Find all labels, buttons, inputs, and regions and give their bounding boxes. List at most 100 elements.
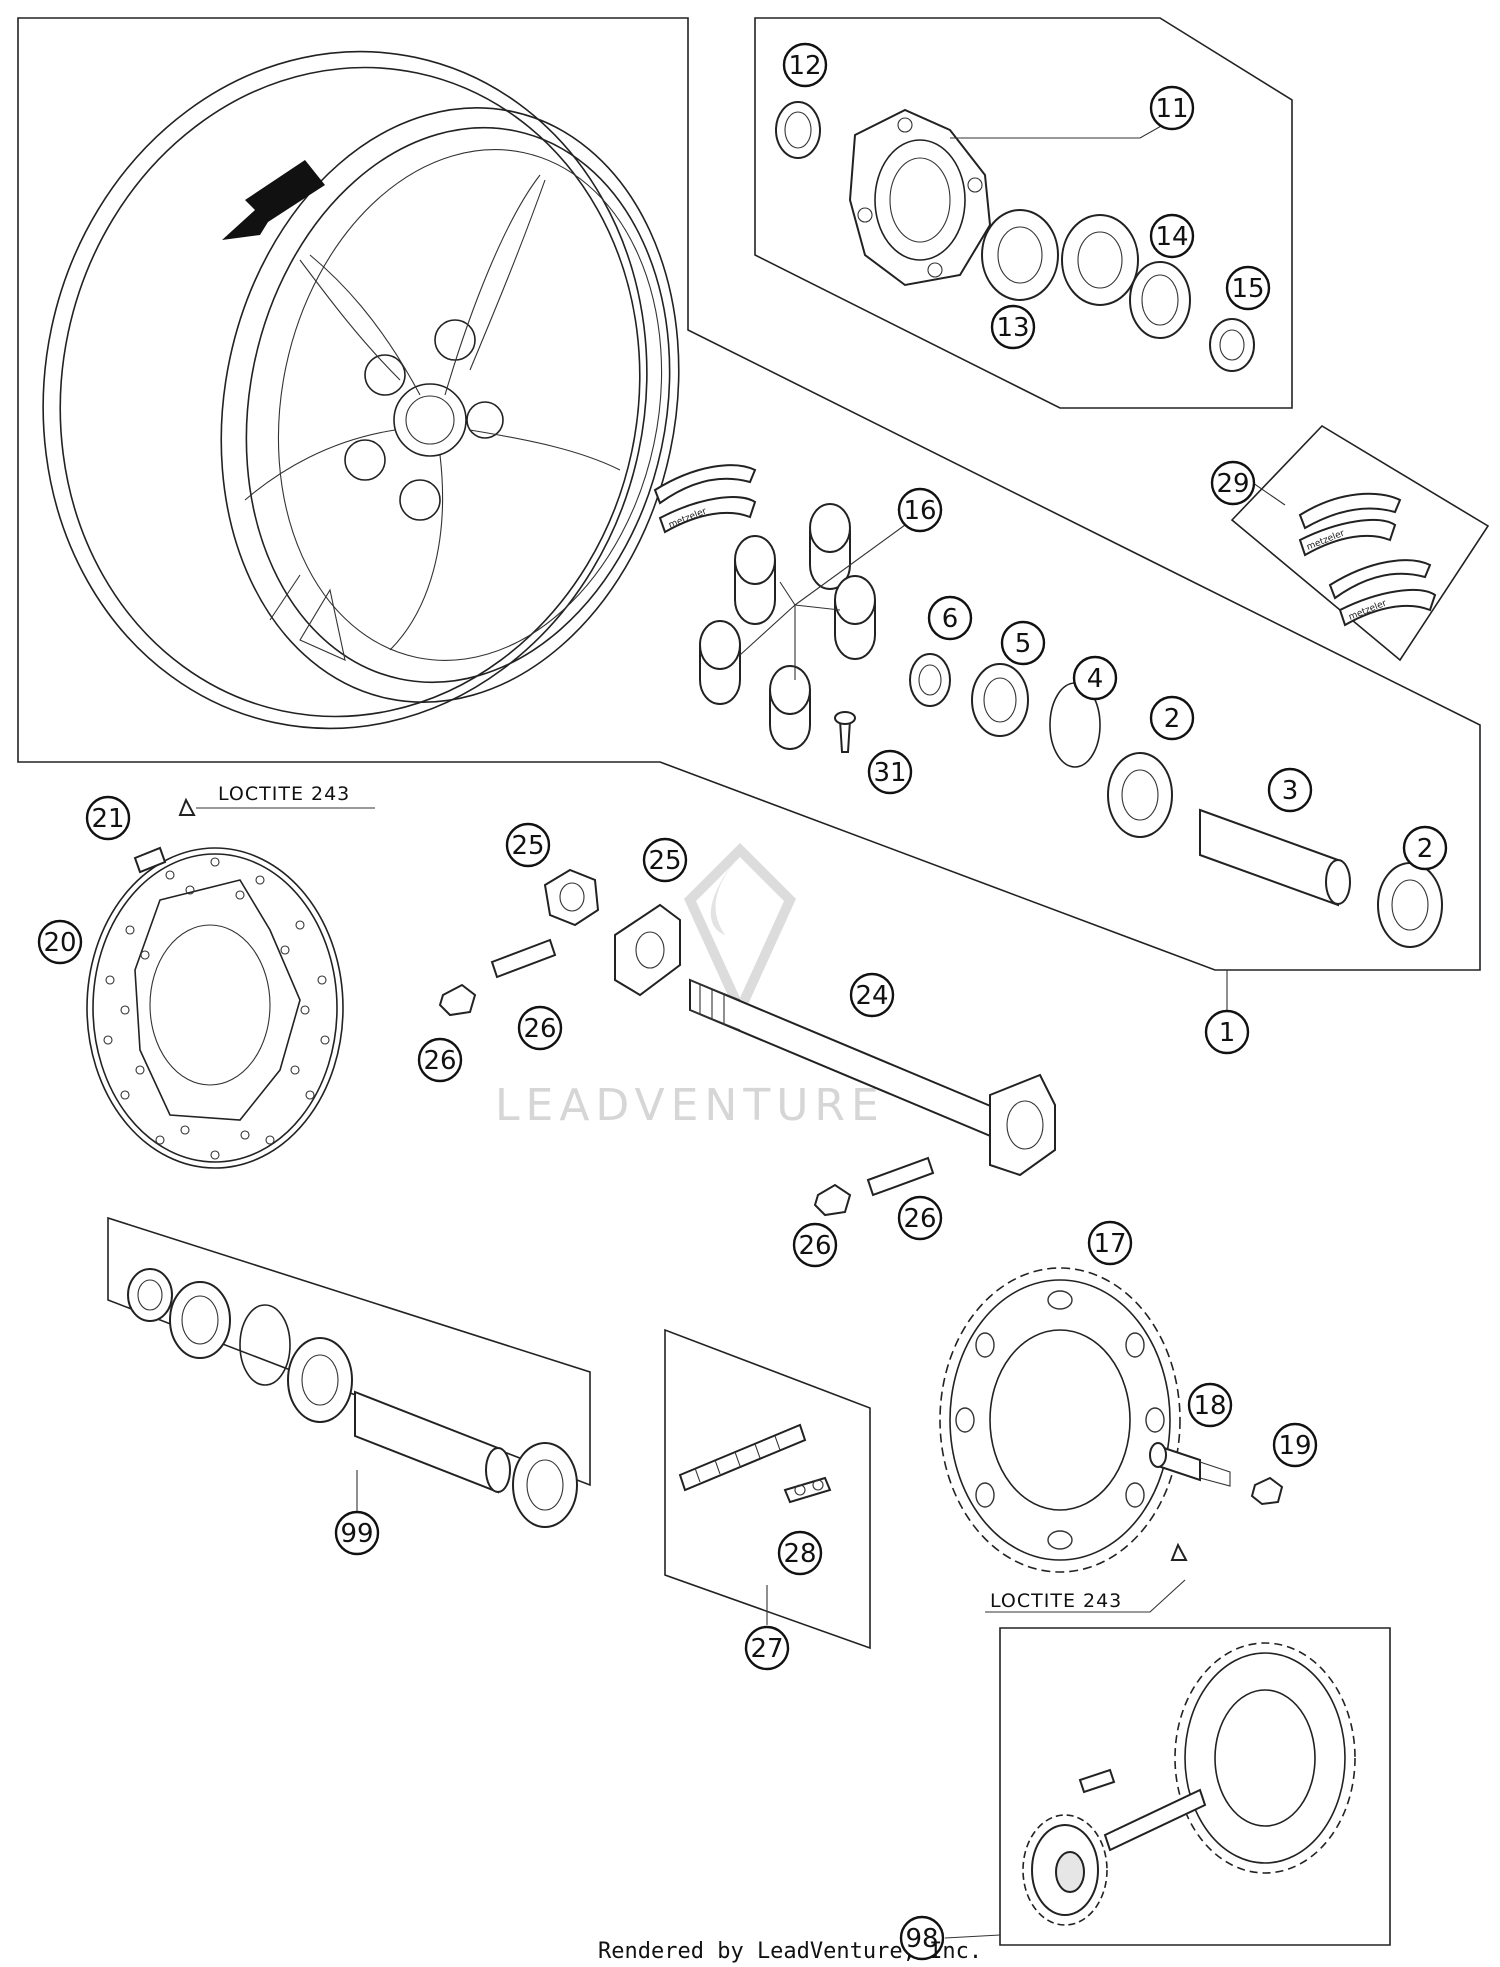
svg-text:19: 19 [1278,1431,1311,1461]
svg-text:14: 14 [1155,222,1188,252]
svg-text:29: 29 [1216,469,1249,499]
spacer-bushings-16 [699,503,876,750]
svg-text:2: 2 [1164,704,1181,734]
callout-3: 3 [1267,767,1313,813]
svg-text:28: 28 [783,1539,816,1569]
callout-19: 19 [1272,1422,1318,1468]
svg-text:6: 6 [942,604,959,634]
wheel-assembly-frame [17,17,1481,971]
spacer-15 [1209,318,1255,372]
spacer-6 [909,653,951,707]
callout-28: 28 [777,1530,823,1576]
svg-text:13: 13 [996,313,1029,343]
callout-5: 5 [1000,620,1046,666]
svg-text:26: 26 [903,1204,936,1234]
chain-frame [664,1328,871,1650]
screw-21 [133,846,167,874]
svg-text:21: 21 [91,804,124,834]
axle-22 [689,978,1056,1177]
spacer-12 [775,101,821,159]
callout-26a: 26 [417,1037,463,1083]
loctite-drop-top [178,797,196,816]
callout-20: 20 [37,919,83,965]
rotation-arrow-icon [222,160,325,240]
svg-text:26: 26 [798,1231,831,1261]
callout-99: 99 [334,1510,380,1556]
rim-stickers-29 [1298,492,1437,627]
callout-23: 25 [642,837,688,883]
svg-text:25: 25 [648,846,681,876]
callout-4: 4 [1072,655,1118,701]
bearing-13a [981,209,1059,301]
svg-text:27: 27 [750,1634,783,1664]
watermark-flame-inner-icon [710,855,740,935]
callout-1: 1 [1204,1009,1250,1055]
sprocket-carrier [848,108,992,287]
callout-21: 21 [85,795,131,841]
bearing-2b [1377,862,1443,948]
callouts: 12 11 14 15 13 29 16 6 5 4 2 3 2 31 21 2… [37,42,1448,1961]
wheel-stickers [653,464,757,534]
svg-text:16: 16 [903,496,936,526]
sprocket-17 [939,1267,1181,1573]
leader-lines [356,124,1286,1939]
svg-text:3: 3 [1282,776,1299,806]
callout-11: 11 [1149,85,1195,131]
svg-text:18: 18 [1193,1391,1226,1421]
svg-text:1: 1 [1219,1018,1236,1048]
sticker-set-frame [1230,424,1490,662]
loctite-note-top: LOCTITE 243 [218,783,350,805]
svg-text:31: 31 [873,758,906,788]
drive-kit-98 [1022,1642,1356,1926]
svg-text:98: 98 [905,1924,938,1954]
callout-2b: 2 [1402,825,1448,871]
svg-text:2: 2 [1417,834,1434,864]
chain-joint-28 [783,1476,832,1504]
footer-credit: Rendered by LeadVenture, Inc. [598,1939,982,1964]
brake-disc-20 [86,847,344,1169]
svg-text:17: 17 [1093,1229,1126,1259]
adjusting-screw-25a [490,938,557,979]
chain-adjuster-23 [614,903,681,997]
svg-text:5: 5 [1015,629,1032,659]
bearing-2a [1107,752,1173,838]
callout-12: 12 [782,42,828,88]
svg-text:4: 4 [1087,664,1104,694]
watermark-text: LEADVENTURE [495,1080,885,1131]
callout-31: 31 [867,749,913,795]
svg-text:26: 26 [523,1014,556,1044]
chain-27 [678,1423,807,1492]
callout-29: 29 [1210,460,1256,506]
callout-26b: 26 [792,1222,838,1268]
svg-text:20: 20 [43,928,76,958]
callout-98: 98 [899,1915,945,1961]
callout-24: 25 [505,822,551,868]
bearing-kit-99 [127,1268,578,1528]
callout-27: 27 [744,1625,790,1671]
svg-text:99: 99 [340,1519,373,1549]
callout-25b: 26 [897,1195,943,1241]
svg-text:15: 15 [1231,274,1264,304]
callout-2a: 2 [1149,695,1195,741]
svg-text:12: 12 [788,51,821,81]
distance-sleeve-3 [1199,808,1339,907]
bearing-kit-frame [107,1216,591,1487]
drive-kit-frame [999,1627,1391,1946]
svg-text:26: 26 [423,1046,456,1076]
callout-17: 17 [1087,1220,1133,1266]
callout-16: 16 [897,487,943,533]
svg-text:24: 24 [855,981,888,1011]
loctite-note-bottom: LOCTITE 243 [990,1590,1122,1612]
svg-text:25: 25 [511,831,544,861]
nut-19 [1250,1476,1284,1506]
callout-25a: 26 [517,1005,563,1051]
rear-wheel [42,50,680,730]
bolt-18 [1149,1442,1231,1487]
callout-14: 14 [1149,213,1195,259]
callout-6: 6 [927,595,973,641]
loctite-line-bottom [985,1579,1186,1613]
sprocket-carrier-frame [754,17,1293,409]
shaft-seal-14 [1129,261,1191,339]
nut-24 [543,868,600,927]
